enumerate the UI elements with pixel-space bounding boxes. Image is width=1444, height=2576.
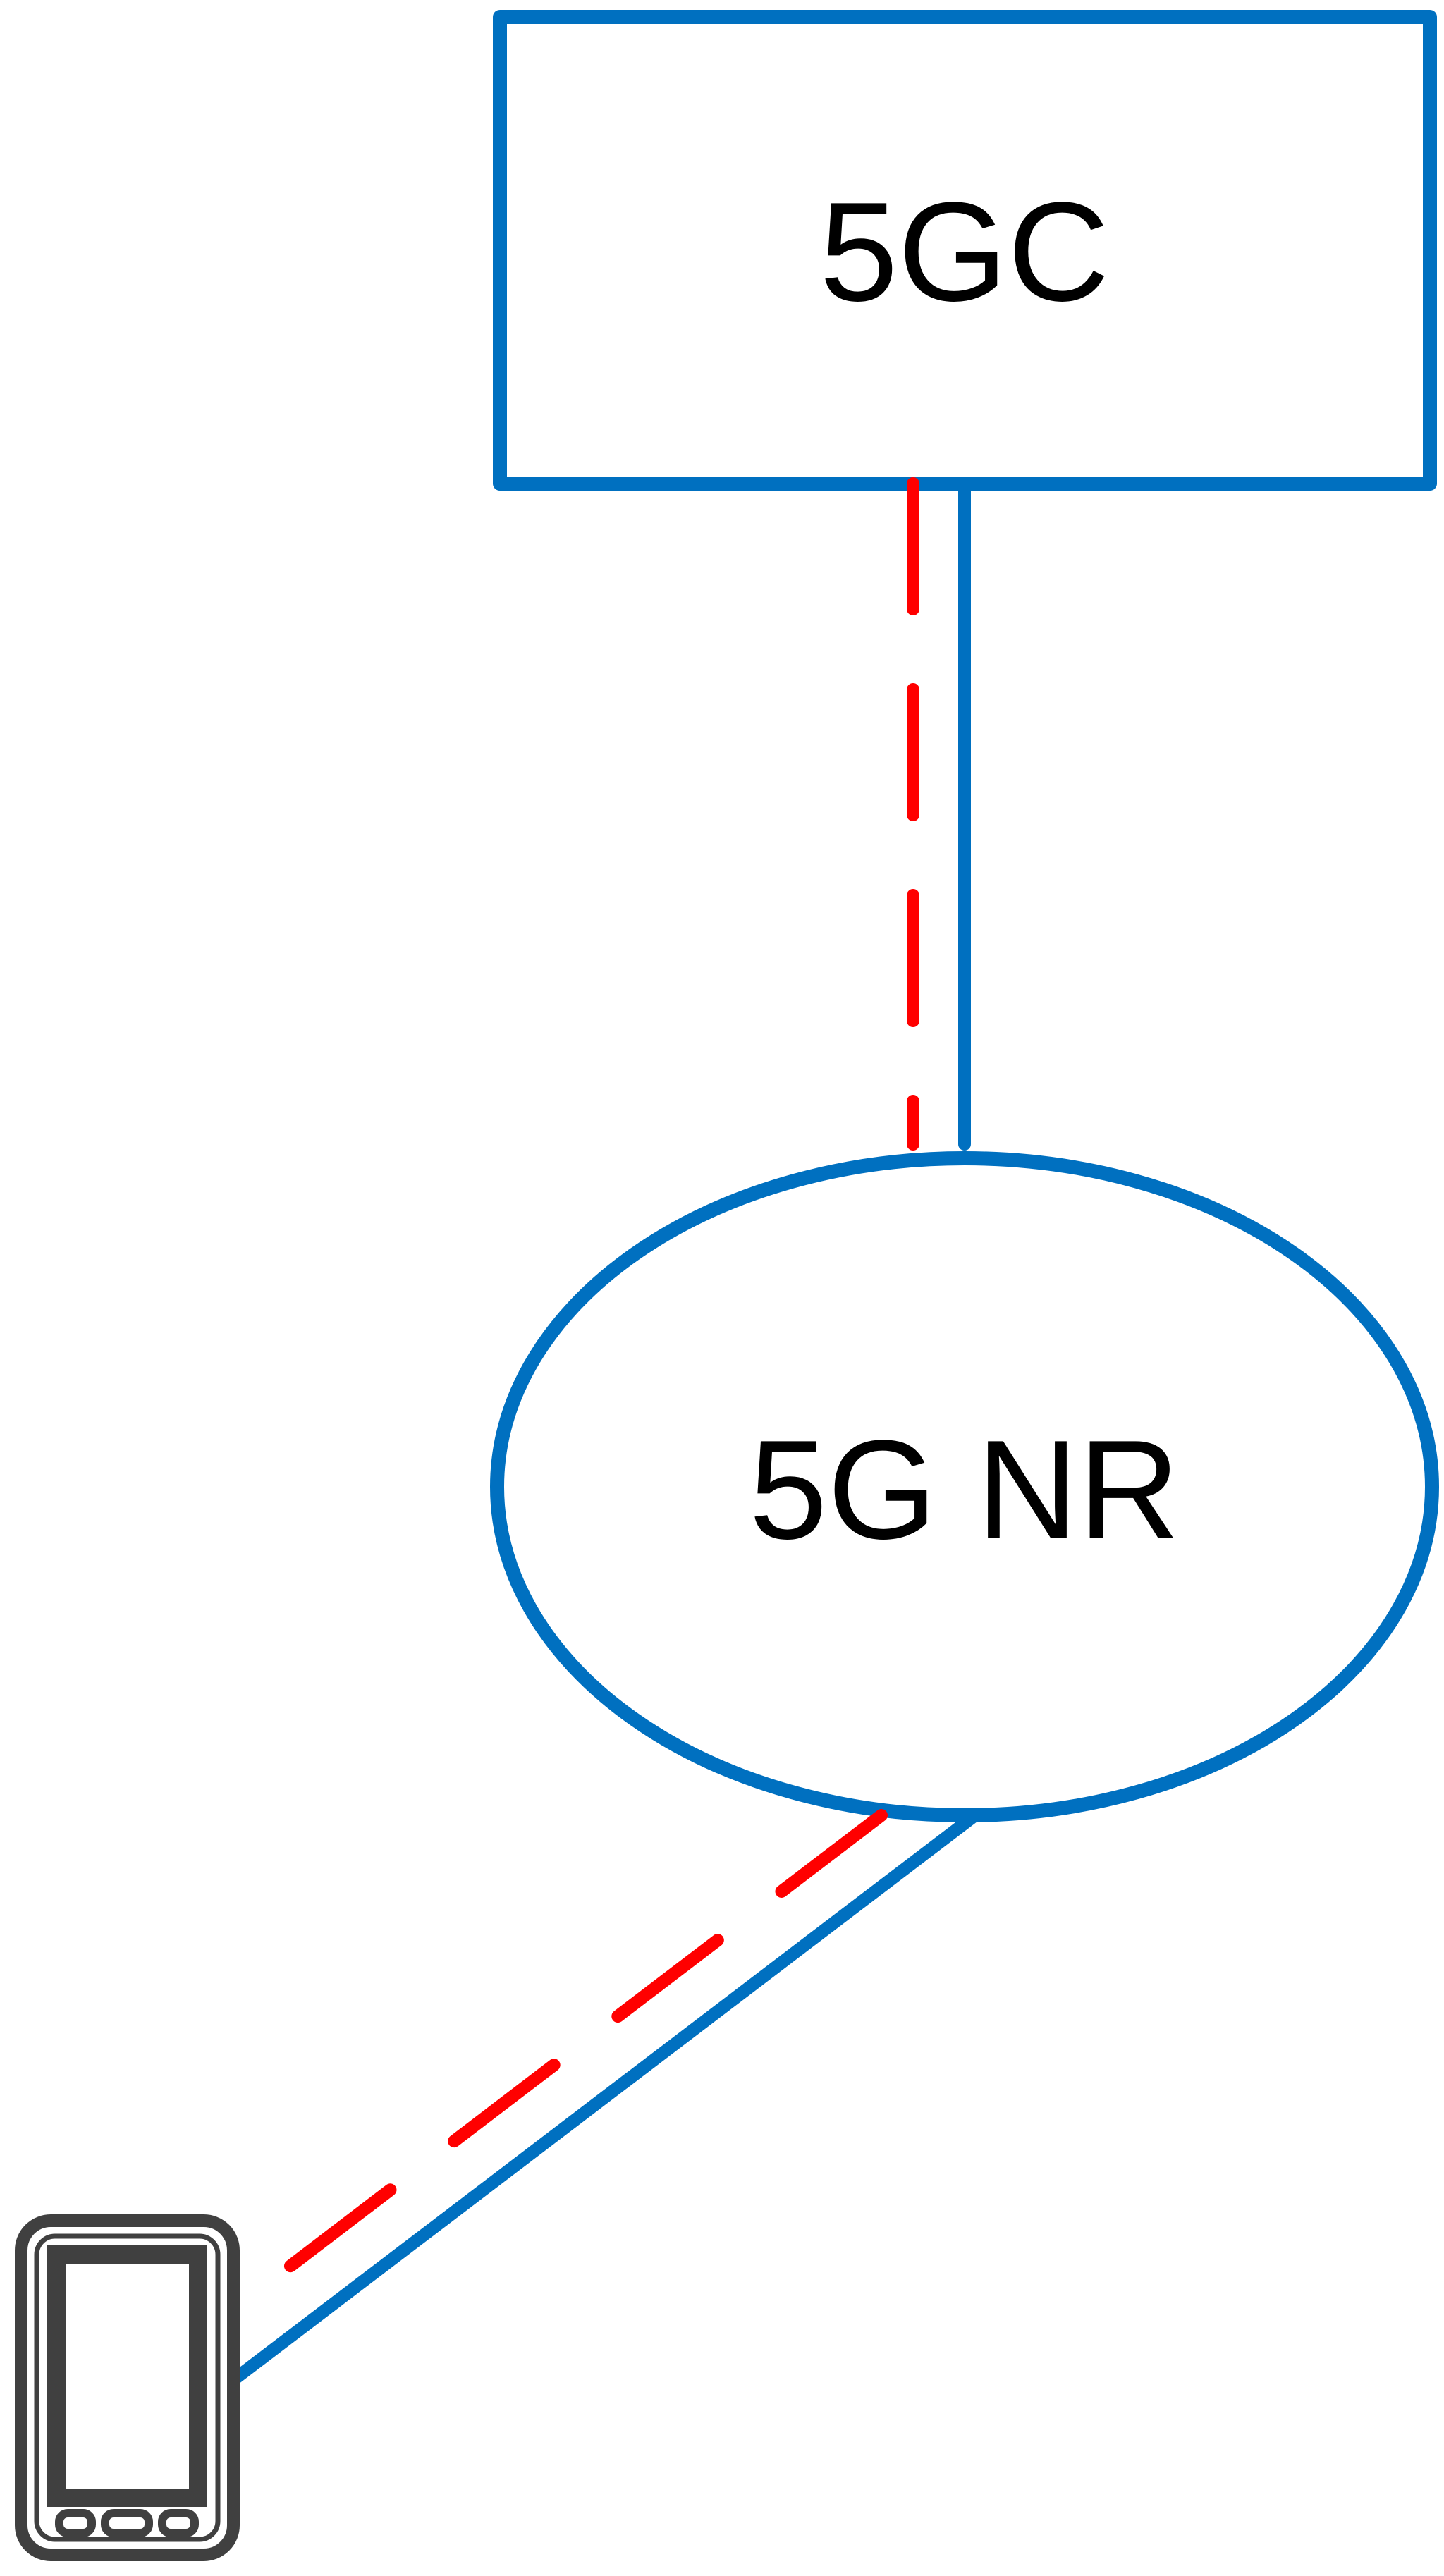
phone-right-button <box>158 2509 199 2537</box>
core-node-box <box>493 10 1437 491</box>
core-node-label: 5GC <box>819 173 1109 331</box>
phone-screen <box>47 2245 207 2507</box>
radio-node: 5G NR <box>490 1151 1439 1822</box>
phone-left-button <box>55 2509 96 2537</box>
phone-inner-body <box>34 2233 221 2542</box>
radio-node-ellipse <box>490 1151 1439 1822</box>
phone-center-button <box>101 2509 153 2537</box>
radio-device-dashed-link <box>227 1809 888 2316</box>
radio-node-label: 5G NR <box>749 1411 1180 1569</box>
mobile-phone-icon <box>15 2214 240 2561</box>
radio-device-solid-link <box>227 1809 981 2386</box>
core-node: 5GC <box>493 10 1437 491</box>
